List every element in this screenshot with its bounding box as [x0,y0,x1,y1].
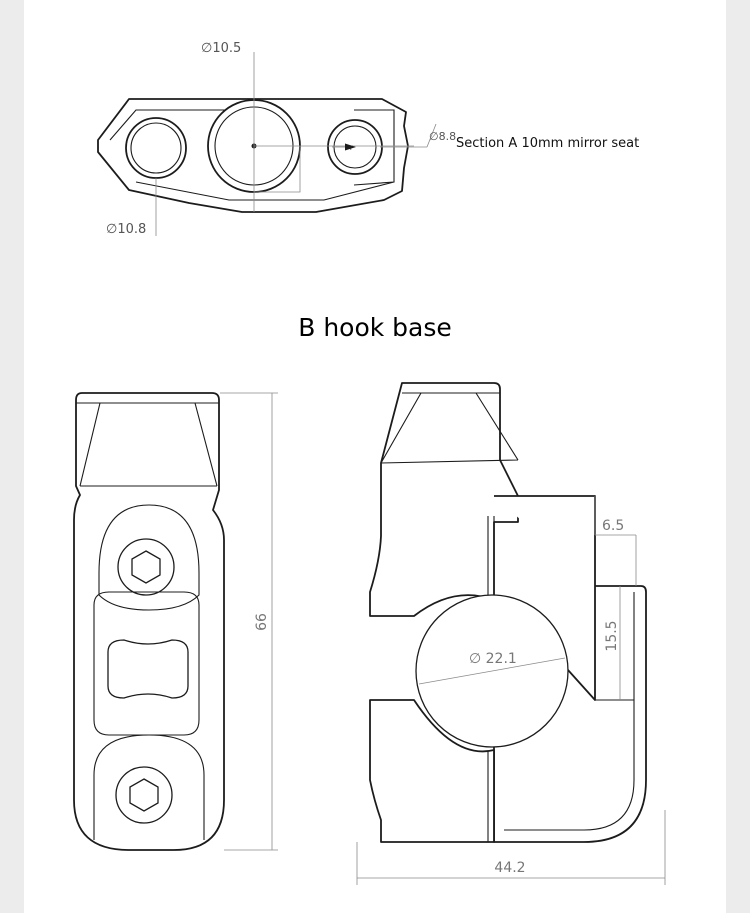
front-middle-slot [93,591,200,736]
bore-diameter: ∅ 22.1 [469,651,517,667]
upper-hex-socket-icon [131,550,161,584]
total-width-dimension: 44.2 [494,860,525,876]
hook-base-front-view: 66 [73,392,278,851]
front-view-outline [73,392,225,851]
center-axis-lines [253,52,414,212]
left-hole-inner [130,122,182,174]
center-hole-diameter: ∅10.5 [201,41,241,56]
front-top-taper [76,402,219,487]
clamp-lower-body [369,699,495,843]
lower-hex-socket-icon [129,778,159,812]
technical-drawing: Y ∅10.5 ∅10.8 ∅8.8 Section A 10mm mirror… [73,41,666,885]
section-a-note: Section A 10mm mirror seat [456,136,639,151]
height-dim-lines [220,392,278,851]
clamp-split-line [487,516,495,842]
oval-slot [107,639,189,699]
right-hole-dim-line [380,123,437,148]
bore-dim-line [418,657,566,685]
hook-base-side-view: ∅ 22.1 6.5 15.5 44.2 [356,382,666,885]
hook-depth-dimension: 15.5 [604,620,620,651]
height-dimension: 66 [254,613,270,631]
right-hole-diameter: ∅8.8 [429,130,456,143]
y-axis-arrow [345,143,356,151]
front-upper-boss [98,504,200,611]
hook-inner-edge [504,592,635,831]
y-axis-label: Y [348,145,353,152]
left-hole-outer [125,117,187,179]
section-a-top-view: Y ∅10.5 ∅10.8 ∅8.8 Section A 10mm mirror… [97,41,639,237]
section-b-heading: B hook base [298,313,452,342]
clamp-top-chamfer [380,392,519,464]
hook-width-dim-lines [594,496,637,586]
total-width-dim-lines [356,810,666,885]
clamp-upper-body [369,382,519,617]
left-hole-diameter: ∅10.8 [106,222,146,237]
hook-width-dimension: 6.5 [602,518,624,534]
front-lower-boss [93,734,205,840]
drawing-sheet: Y ∅10.5 ∅10.8 ∅8.8 Section A 10mm mirror… [24,0,726,913]
